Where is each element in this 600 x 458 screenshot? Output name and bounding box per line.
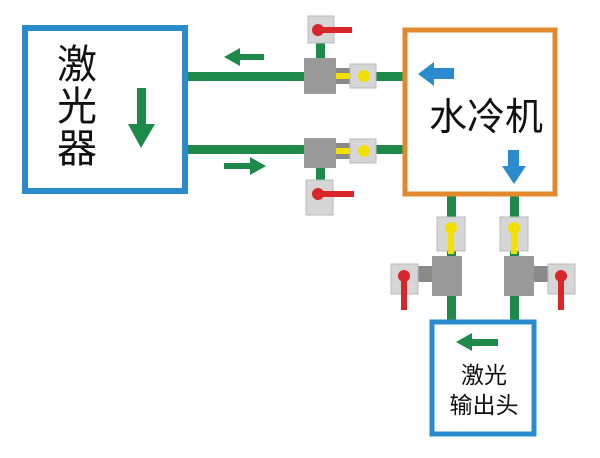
tee-fitting-top-icon [304, 58, 377, 94]
pipe-middle [186, 145, 406, 154]
tee-fitting-bottom-right-icon [504, 256, 548, 296]
valve-bottom-left-drain-icon [390, 263, 419, 310]
chiller-arrow-left-icon [418, 62, 454, 86]
laser-box [22, 25, 188, 194]
chiller-box [402, 27, 558, 197]
valve-bottom-right-yellow-icon [499, 216, 529, 254]
pipe-stub-middle [316, 154, 325, 184]
head-arrow-left-icon [456, 333, 498, 351]
flow-arrow-down-icon [128, 88, 155, 148]
laser-label-char-1: 激 [57, 42, 97, 88]
valve-bottom-left-yellow-icon [436, 216, 466, 254]
laser-label-char-2: 光 [57, 84, 97, 130]
tee-fitting-bottom-left-icon [418, 256, 462, 296]
valve-middle-drain-icon [305, 179, 354, 216]
output-head-label-line1: 激光 [461, 363, 507, 389]
tee-fitting-middle-icon [304, 138, 377, 168]
pipe-top [186, 72, 406, 81]
flow-arrow-right-icon [224, 157, 266, 175]
flow-arrow-left-icon [224, 48, 264, 66]
laser-label: 激 光 器 [52, 44, 102, 170]
output-head-label-line2: 输出头 [449, 393, 519, 419]
pipe-stub-top [316, 42, 325, 72]
laser-label-char-3: 器 [57, 126, 97, 172]
valve-top-drain-icon [307, 15, 352, 44]
chiller-label: 水冷机 [428, 95, 543, 139]
valve-bottom-right-drain-icon [547, 263, 576, 310]
chiller-arrow-down-icon [502, 150, 526, 184]
